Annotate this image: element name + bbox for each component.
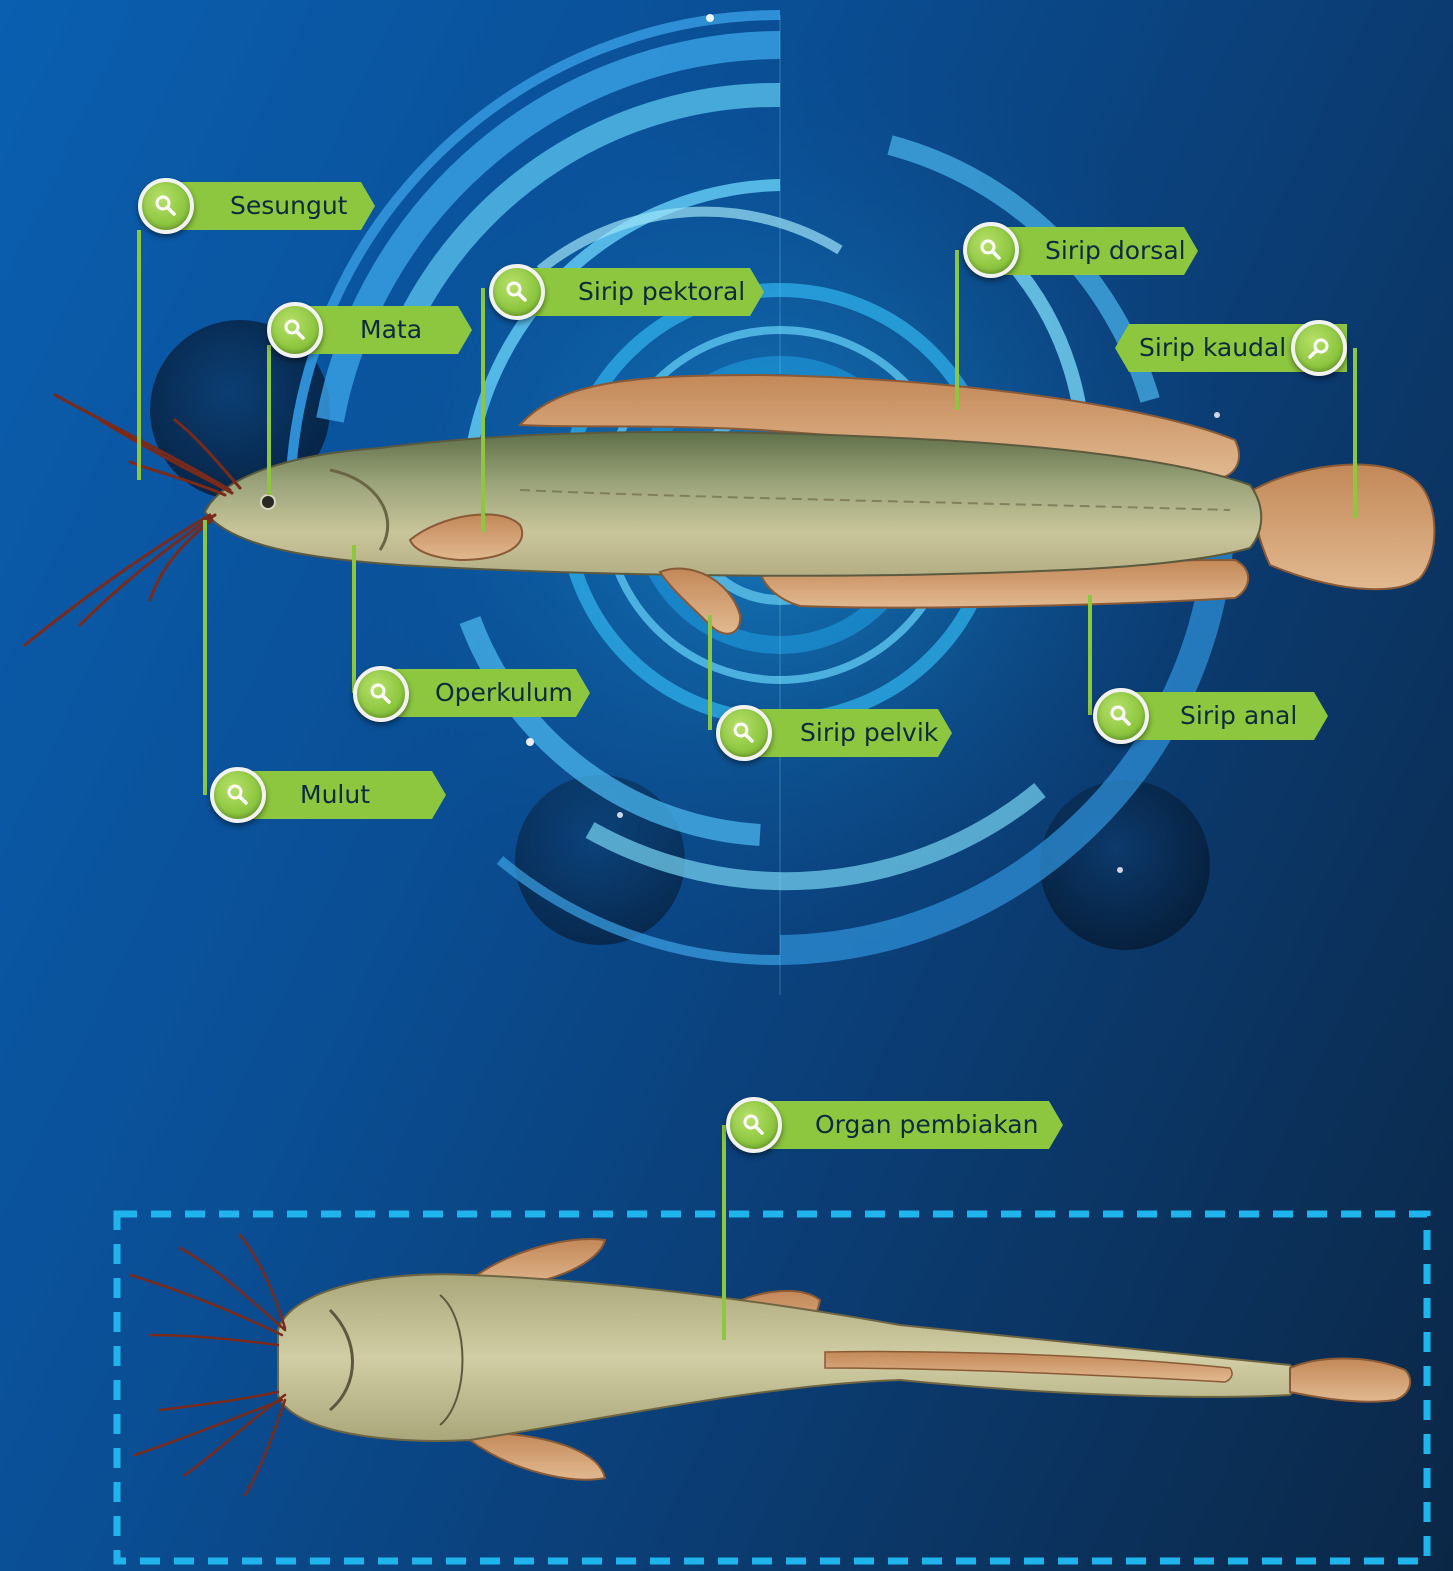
label-mata-text: Mata xyxy=(360,315,422,344)
leader-mulut xyxy=(203,520,207,795)
magnifier-icon[interactable] xyxy=(138,178,194,234)
magnifier-icon[interactable] xyxy=(716,705,772,761)
label-sirip-anal[interactable]: Sirip anal xyxy=(1120,692,1328,740)
label-organ-pembiakan-text: Organ pembiakan xyxy=(815,1110,1038,1139)
label-operkulum-text: Operkulum xyxy=(435,678,573,707)
label-sirip-kaudal-text: Sirip kaudal xyxy=(1139,333,1286,362)
label-mata[interactable]: Mata xyxy=(300,306,472,354)
leader-sirip-pektoral xyxy=(481,288,485,532)
leader-sirip-pelvik xyxy=(708,615,712,730)
magnifier-icon[interactable] xyxy=(210,767,266,823)
leader-sirip-anal xyxy=(1088,595,1092,715)
label-mulut[interactable]: Mulut xyxy=(240,771,446,819)
label-sirip-pelvik-text: Sirip pelvik xyxy=(800,718,938,747)
magnifier-icon[interactable] xyxy=(353,666,409,722)
label-organ-pembiakan[interactable]: Organ pembiakan xyxy=(755,1101,1063,1149)
label-sirip-anal-text: Sirip anal xyxy=(1180,701,1297,730)
label-sesungut[interactable]: Sesungut xyxy=(170,182,375,230)
magnifier-icon[interactable] xyxy=(489,264,545,320)
leader-mata xyxy=(267,345,271,495)
label-sesungut-text: Sesungut xyxy=(230,191,347,220)
leader-operkulum xyxy=(352,545,356,693)
label-mulut-text: Mulut xyxy=(300,780,370,809)
leader-sirip-dorsal xyxy=(955,250,959,410)
label-sirip-pektoral-text: Sirip pektoral xyxy=(578,277,745,306)
leader-organ-pembiakan xyxy=(722,1125,726,1340)
magnifier-icon[interactable] xyxy=(726,1097,782,1153)
leader-sirip-kaudal xyxy=(1353,348,1357,518)
leader-sesungut xyxy=(137,230,141,480)
magnifier-icon[interactable] xyxy=(267,302,323,358)
magnifier-icon[interactable] xyxy=(1291,320,1347,376)
label-sirip-pektoral[interactable]: Sirip pektoral xyxy=(518,268,764,316)
label-sirip-dorsal-text: Sirip dorsal xyxy=(1045,236,1186,265)
magnifier-icon[interactable] xyxy=(963,222,1019,278)
magnifier-icon[interactable] xyxy=(1093,688,1149,744)
